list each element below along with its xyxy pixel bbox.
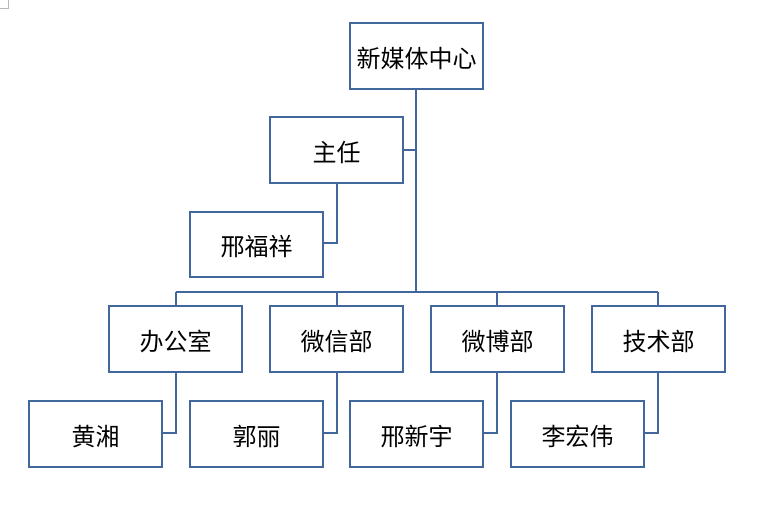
node-department-2: 微信部 <box>269 305 404 373</box>
connector-director-person <box>322 183 338 244</box>
node-person-2: 郭丽 <box>189 400 324 468</box>
department-3-label: 微博部 <box>461 327 534 356</box>
node-root-label: 新媒体中心 <box>356 44 477 73</box>
connector-person-4 <box>644 372 659 434</box>
node-department-4: 技术部 <box>591 305 726 373</box>
person-3-label: 邢新宇 <box>380 422 453 451</box>
connector-person-1 <box>162 372 177 434</box>
person-4-label: 李宏伟 <box>541 422 614 451</box>
connector-person-2 <box>323 372 338 434</box>
department-1-label: 办公室 <box>139 327 212 356</box>
connector-person-3 <box>483 372 498 434</box>
node-root: 新媒体中心 <box>349 22 484 90</box>
person-2-label: 郭丽 <box>232 422 281 451</box>
node-person-3: 邢新宇 <box>349 400 484 468</box>
department-2-label: 微信部 <box>300 327 373 356</box>
node-person-1: 黄湘 <box>28 400 163 468</box>
node-director-person-label: 邢福祥 <box>220 233 293 261</box>
node-director-label: 主任 <box>312 138 361 167</box>
node-department-3: 微博部 <box>430 305 565 373</box>
person-1-label: 黄湘 <box>71 422 120 451</box>
node-person-4: 李宏伟 <box>510 400 645 468</box>
document-corner-mark <box>0 0 9 9</box>
node-department-1: 办公室 <box>108 305 243 373</box>
department-4-label: 技术部 <box>622 327 695 356</box>
node-director: 主任 <box>269 116 404 184</box>
node-director-person: 邢福祥 <box>189 211 324 278</box>
